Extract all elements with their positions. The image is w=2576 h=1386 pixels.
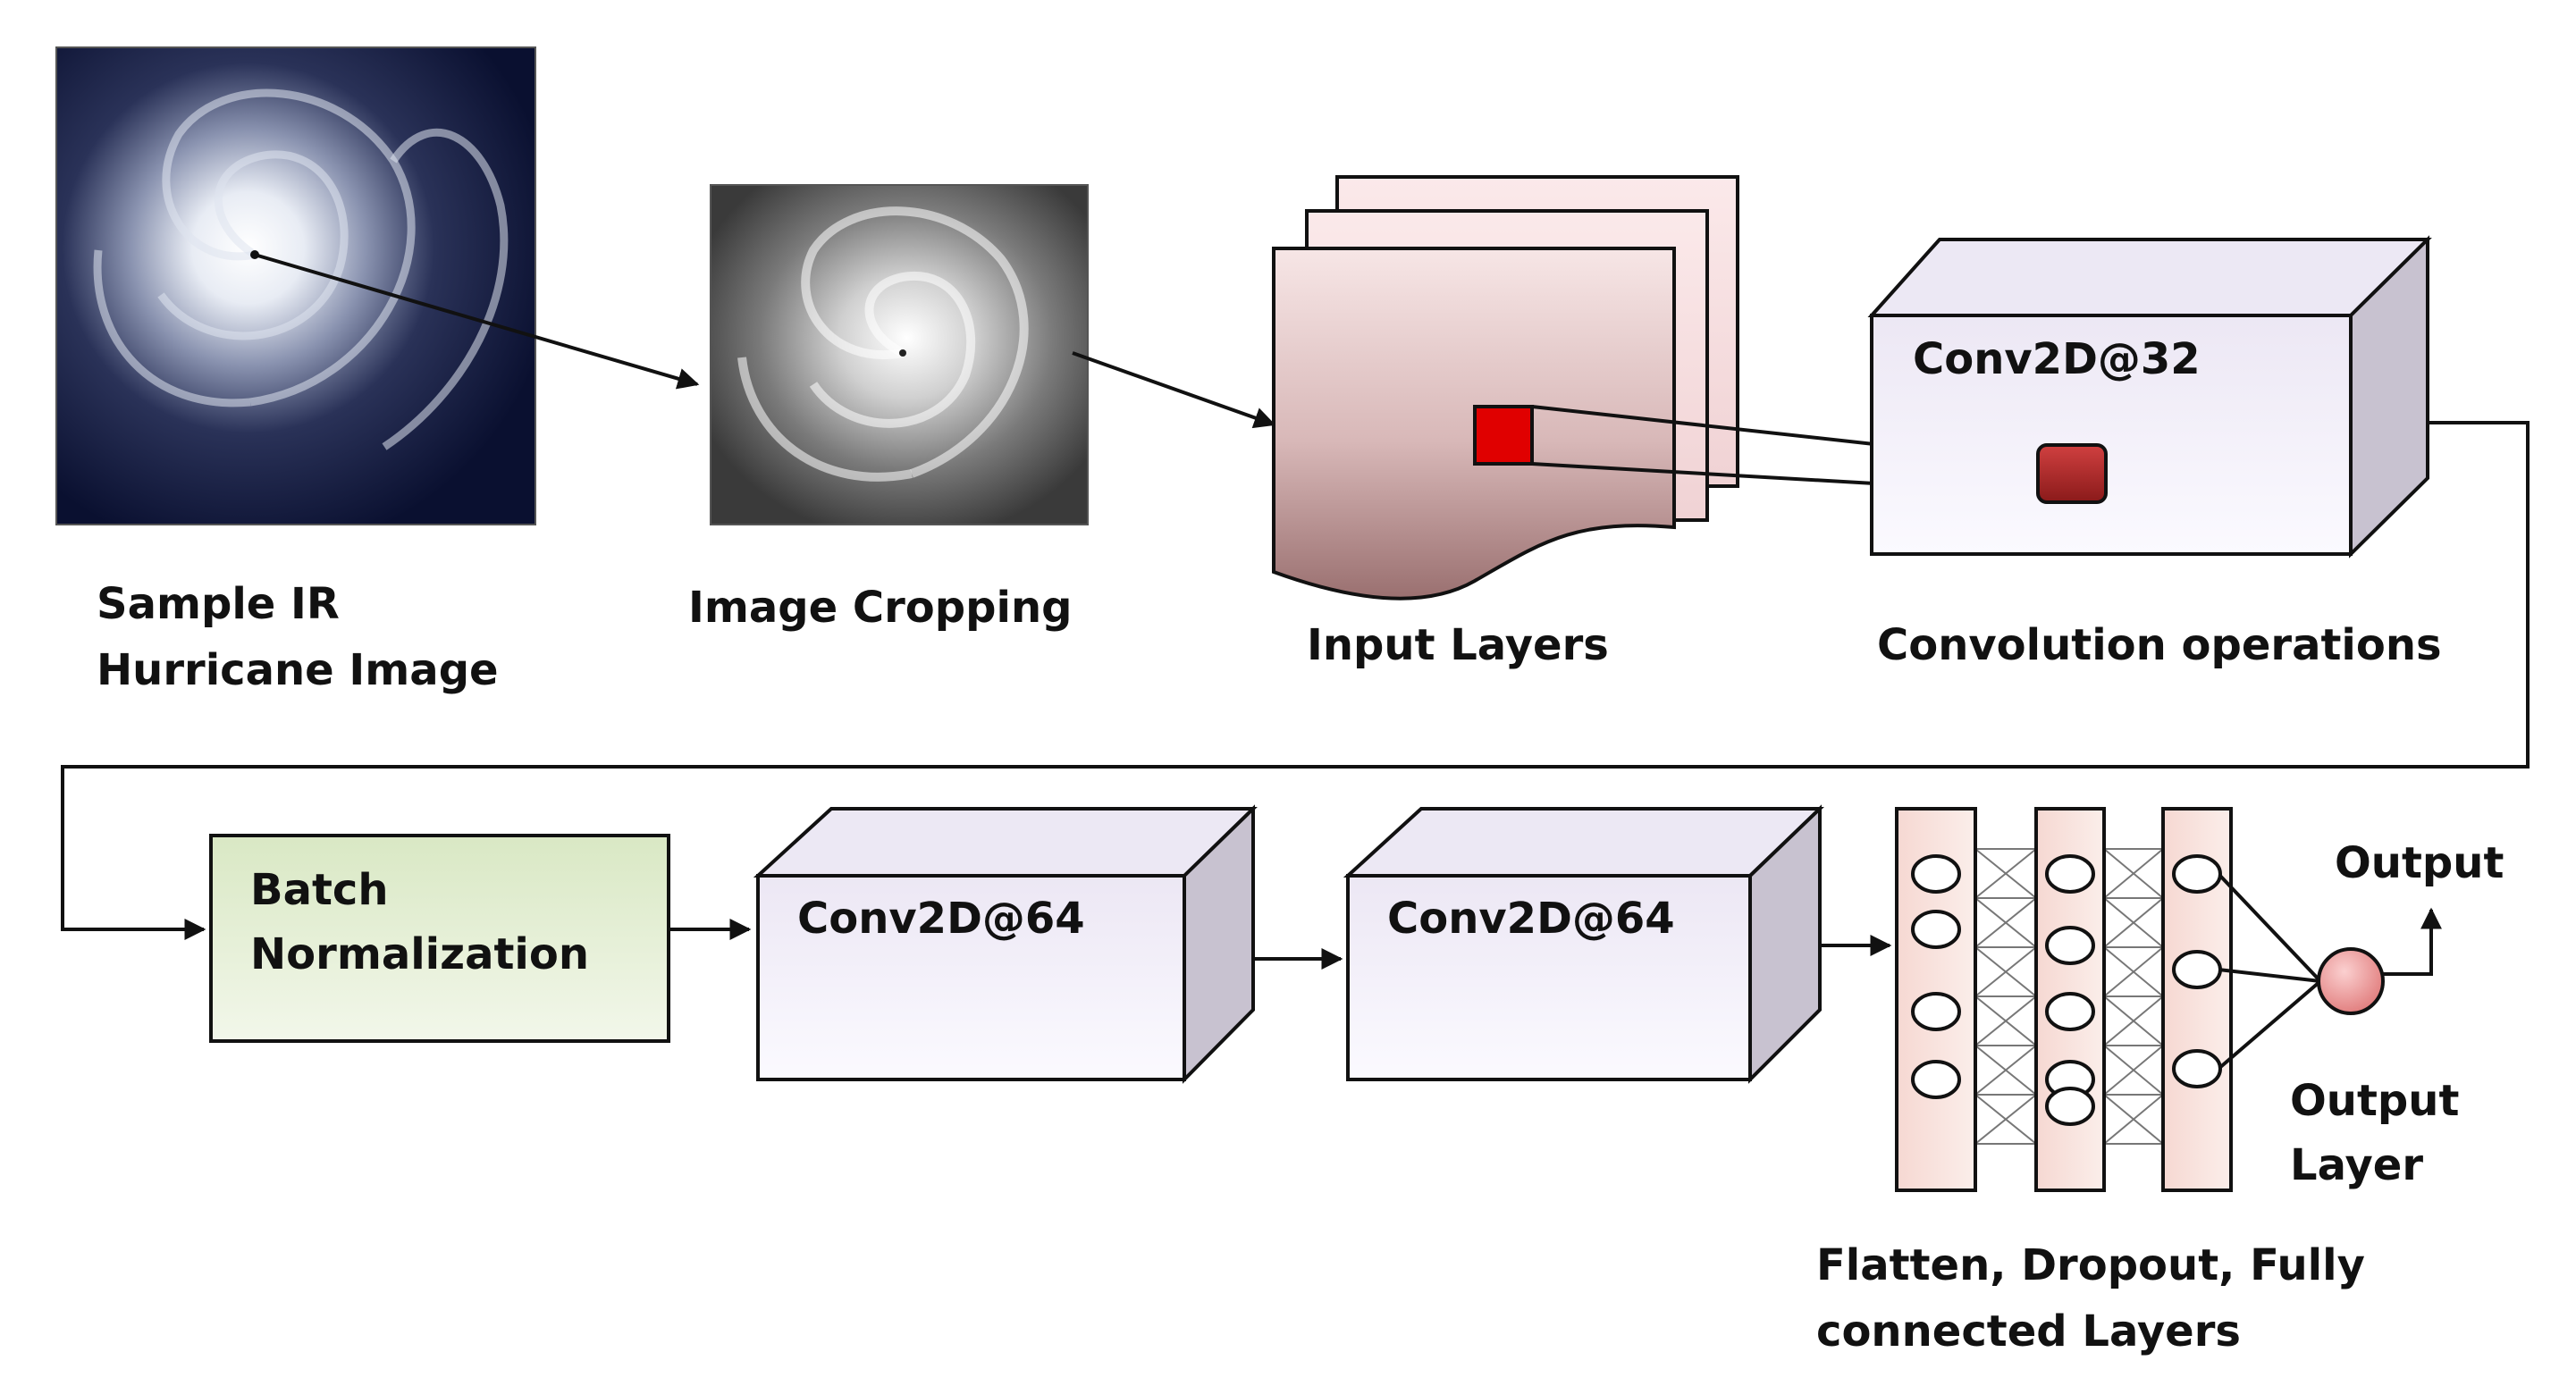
output-edge	[2218, 968, 2321, 983]
sample-ir-hurricane-image	[55, 46, 536, 525]
hatch-line	[2103, 946, 2164, 997]
hatch-line	[2103, 1045, 2164, 1096]
dense-label-line1: Flatten, Dropout, Fully	[1816, 1240, 2365, 1290]
conv2d-64-block-a: Conv2D@64	[753, 804, 1258, 1084]
dense-node	[2045, 1087, 2095, 1126]
conv2d-32-label: Conv2D@32	[1913, 334, 2201, 384]
dense-node	[2045, 926, 2095, 965]
hatch-line	[1974, 848, 2037, 899]
dense-node	[2045, 992, 2095, 1031]
dense-node	[1911, 1060, 1961, 1099]
hatch-line	[1974, 897, 2037, 948]
batch-label-line2: Normalization	[250, 929, 589, 979]
hatch-line	[2103, 897, 2164, 948]
hatch-line	[1974, 946, 2037, 997]
output-layer-label-line1: Output	[2290, 1076, 2459, 1126]
conv2d-32-block: Conv2D@32	[1867, 235, 2432, 559]
hatch-line	[2103, 995, 2164, 1046]
feature-map-square	[2036, 443, 2108, 504]
dense-node	[2172, 1049, 2222, 1088]
dense-node	[1911, 992, 1961, 1031]
output-edge	[2217, 872, 2322, 983]
hatch-line	[1974, 1045, 2037, 1096]
sample-image-label-line2: Hurricane Image	[97, 645, 499, 695]
dense-node	[2045, 854, 2095, 894]
input-layers-label: Input Layers	[1307, 620, 1609, 670]
output-edge	[2217, 979, 2322, 1071]
dense-node	[2172, 950, 2222, 989]
input-layers-stack	[1272, 175, 1739, 601]
dense-node	[2172, 854, 2222, 894]
output-layer-label-line2: Layer	[2290, 1140, 2423, 1190]
output-label: Output	[2335, 838, 2504, 888]
batch-normalization-block: Batch Normalization	[209, 834, 670, 1043]
dense-layers-group	[1895, 807, 2322, 1192]
conv2d-64-b-label: Conv2D@64	[1387, 894, 1675, 944]
connector-top-to-bottom	[61, 421, 2530, 940]
cropped-hurricane-image	[710, 184, 1089, 525]
arrow-crop-to-input	[1072, 351, 1276, 429]
conv2d-64-block-b: Conv2D@64	[1343, 804, 1824, 1084]
kernel-square	[1473, 405, 1534, 466]
sample-image-label-line1: Sample IR	[97, 579, 340, 629]
hatch-line	[2103, 848, 2164, 899]
dense-node	[1911, 854, 1961, 894]
batch-label-line1: Batch	[250, 865, 389, 915]
dense-label-line2: connected Layers	[1816, 1306, 2241, 1357]
cropping-label: Image Cropping	[688, 583, 1072, 633]
hatch-line	[2103, 1094, 2164, 1145]
output-node	[2317, 947, 2385, 1015]
arrow-output-up	[2383, 907, 2442, 976]
dense-node	[1911, 910, 1961, 949]
arrow-sample-to-crop	[254, 253, 700, 390]
conv2d-64-a-label: Conv2D@64	[797, 894, 1085, 944]
hatch-line	[1974, 995, 2037, 1046]
convolution-operations-label: Convolution operations	[1877, 620, 2442, 670]
hatch-line	[1974, 1094, 2037, 1145]
